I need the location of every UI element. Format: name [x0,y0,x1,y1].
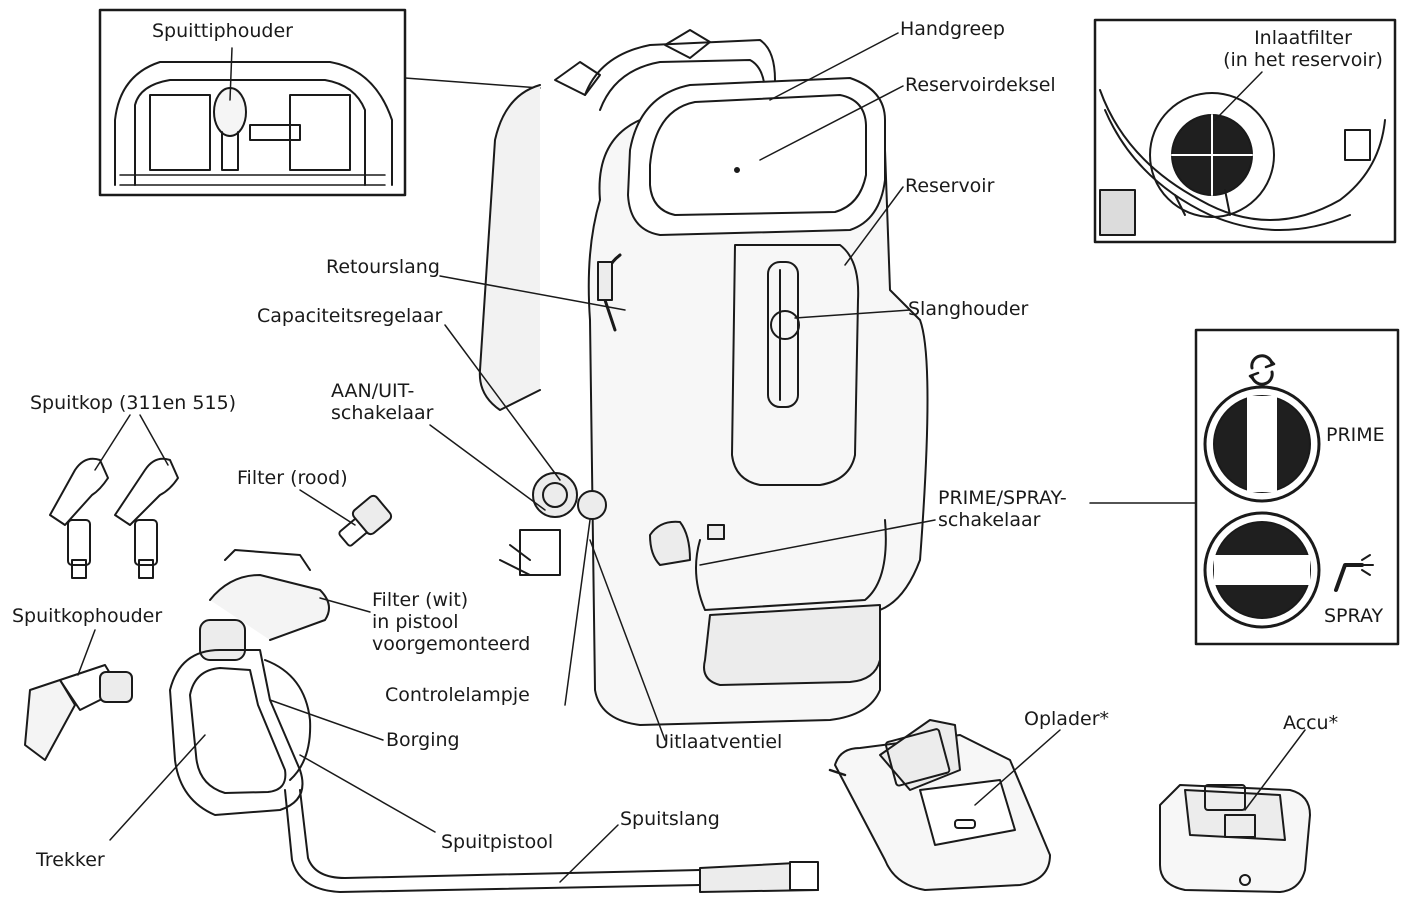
tip-guard [24,629,133,761]
label-accu: Accu* [1283,712,1339,734]
label-filter-wit-line1: Filter (wit) [372,589,469,611]
label-inlaatfilter: Inlaatfilter (in het reservoir) [1218,27,1388,71]
battery [1159,729,1311,893]
label-filter-wit-line2: in pistool [372,611,459,633]
tip-holder-leader [404,77,541,89]
label-aanuit-line2: schakelaar [331,402,434,424]
label-primespray-line1: PRIME/SPRAY- [938,487,1067,509]
spray-gun [109,549,819,893]
label-oplader: Oplader* [1024,708,1109,730]
spray-tips [49,414,179,579]
label-filter-wit-line3: voorgemonteerd [372,633,531,655]
label-controlelampje: Controlelampje [385,684,530,706]
label-aanuit-line1: AAN/UIT- [331,380,415,402]
label-spray: SPRAY [1324,605,1384,627]
prime-spray-panel [1194,328,1400,646]
label-primespray-line2: schakelaar [938,509,1041,531]
label-prime: PRIME [1326,424,1385,446]
label-aanuit-schakelaar: AAN/UIT- schakelaar [331,380,433,424]
label-spuitslang: Spuitslang [620,808,720,830]
label-filter-wit: Filter (wit) in pistool voorgemonteerd [372,589,530,655]
label-reservoir: Reservoir [905,175,995,197]
label-spuitkophouder: Spuitkophouder [12,605,163,627]
label-borging: Borging [386,729,460,751]
label-spuitpistool: Spuitpistool [441,831,554,853]
label-spuitkop: Spuitkop (311en 515) [30,392,237,414]
inlet-filter-inset [1093,18,1397,244]
label-reservoirdeksel: Reservoirdeksel [905,74,1056,96]
red-filter [299,489,393,547]
charger [828,719,1061,891]
leader-lines [429,32,1196,741]
backpack-sprayer [478,29,929,726]
refresh-cycle-icon [1248,354,1276,386]
label-trekker: Trekker [36,849,105,871]
tip-holder-inset [98,8,407,197]
label-handgreep: Handgreep [900,18,1005,40]
label-retourslang: Retourslang [326,256,440,278]
label-filter-rood: Filter (rood) [237,467,348,489]
label-spuittiphouder: Spuittiphouder [152,20,293,42]
spray-gun-icon [1334,554,1374,592]
label-capaciteitsregelaar: Capaciteitsregelaar [257,305,443,327]
label-slanghouder: Slanghouder [908,298,1029,320]
label-inlaatfilter-line1: Inlaatfilter [1254,27,1352,49]
label-inlaatfilter-line2: (in het reservoir) [1223,49,1383,71]
label-prime-spray-schakelaar: PRIME/SPRAY- schakelaar [938,487,1067,531]
label-uitlaatventiel: Uitlaatventiel [655,731,783,753]
